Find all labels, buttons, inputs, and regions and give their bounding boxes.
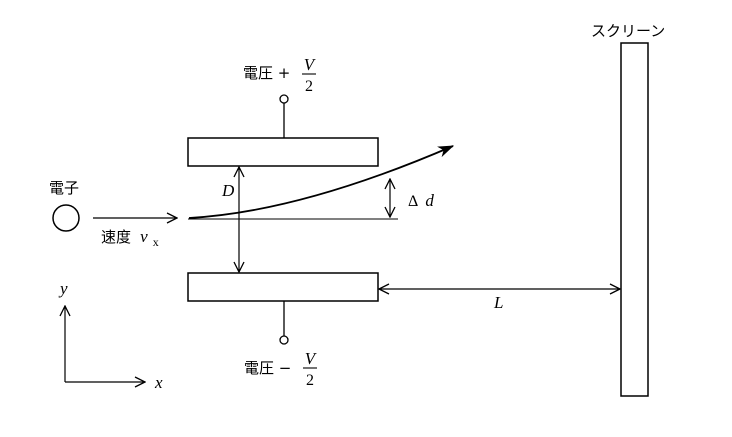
screen: [620, 42, 649, 397]
top-plate: [187, 137, 379, 167]
plate-gap-label: D: [221, 181, 235, 200]
velocity-variable: v: [140, 227, 148, 246]
bottom-plate: [187, 272, 379, 302]
velocity-subscript: x: [153, 235, 159, 249]
velocity-label: 速度 v x: [101, 227, 159, 249]
x-axis-label: x: [154, 373, 163, 392]
voltage-bottom-prefix: 電圧 −: [244, 359, 291, 377]
distance-label: L: [493, 293, 503, 312]
deflection-delta: Δ: [408, 193, 418, 210]
electron-label: 電子: [49, 179, 79, 197]
deflection-label: Δ d: [408, 191, 434, 210]
voltage-bottom-numerator: V: [305, 349, 318, 368]
voltage-top-prefix: 電圧 +: [243, 64, 290, 82]
electron-trajectory: [188, 145, 455, 219]
screen-label: スクリーン: [591, 22, 665, 40]
voltage-top-denominator: 2: [305, 78, 313, 95]
electron: [52, 204, 80, 232]
velocity-prefix: 速度: [101, 228, 131, 246]
voltage-top-numerator: V: [304, 55, 317, 74]
bottom-terminal: [279, 335, 289, 345]
y-axis-label: y: [58, 279, 68, 298]
top-terminal: [279, 94, 289, 104]
deflection-variable: d: [425, 191, 434, 210]
voltage-bottom-denominator: 2: [306, 372, 314, 389]
